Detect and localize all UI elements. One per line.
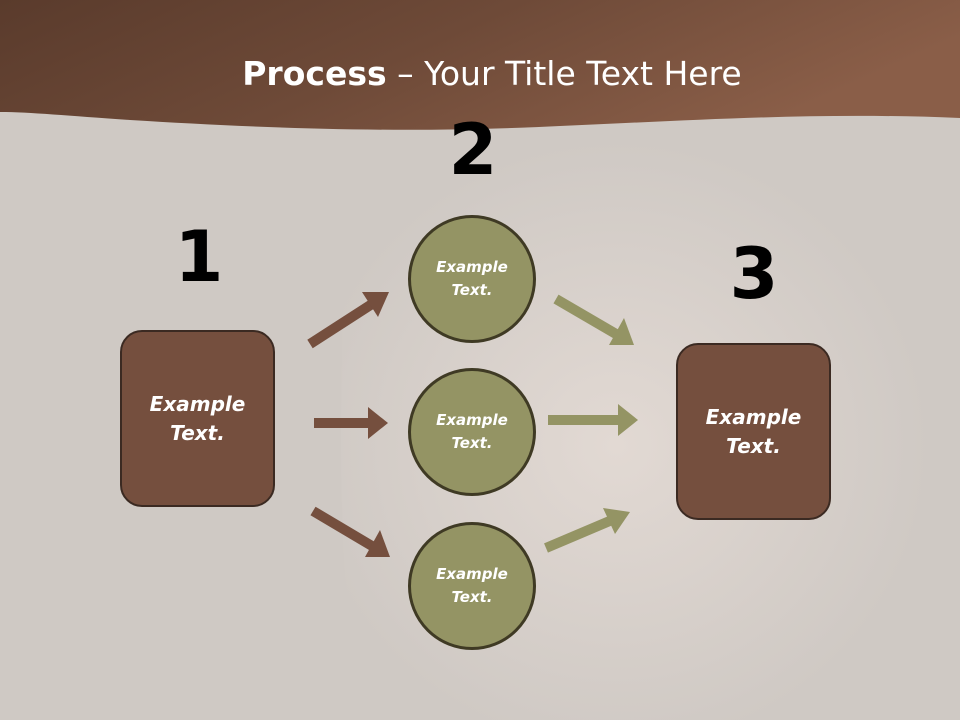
step-number-1: 1 xyxy=(174,216,224,298)
slide-title: Process – Your Title Text Here xyxy=(0,52,960,96)
step-number-2: 2 xyxy=(448,109,498,191)
step-1-box: Example Text. xyxy=(120,330,275,507)
step-3-box: Example Text. xyxy=(676,343,831,520)
step-2-circle-top: Example Text. xyxy=(408,215,536,343)
step-2-circle-bottom-text: Example Text. xyxy=(436,565,508,606)
header-band xyxy=(0,0,960,130)
title-bold: Process xyxy=(242,54,387,93)
step-2-circle-top-text: Example Text. xyxy=(436,258,508,299)
step-3-text: Example Text. xyxy=(705,404,802,458)
title-rest: – Your Title Text Here xyxy=(386,54,742,93)
step-1-text: Example Text. xyxy=(149,391,246,445)
step-2-circle-bottom: Example Text. xyxy=(408,522,536,650)
step-number-3: 3 xyxy=(729,233,779,315)
step-2-circle-middle: Example Text. xyxy=(408,368,536,496)
step-2-circle-middle-text: Example Text. xyxy=(436,411,508,452)
